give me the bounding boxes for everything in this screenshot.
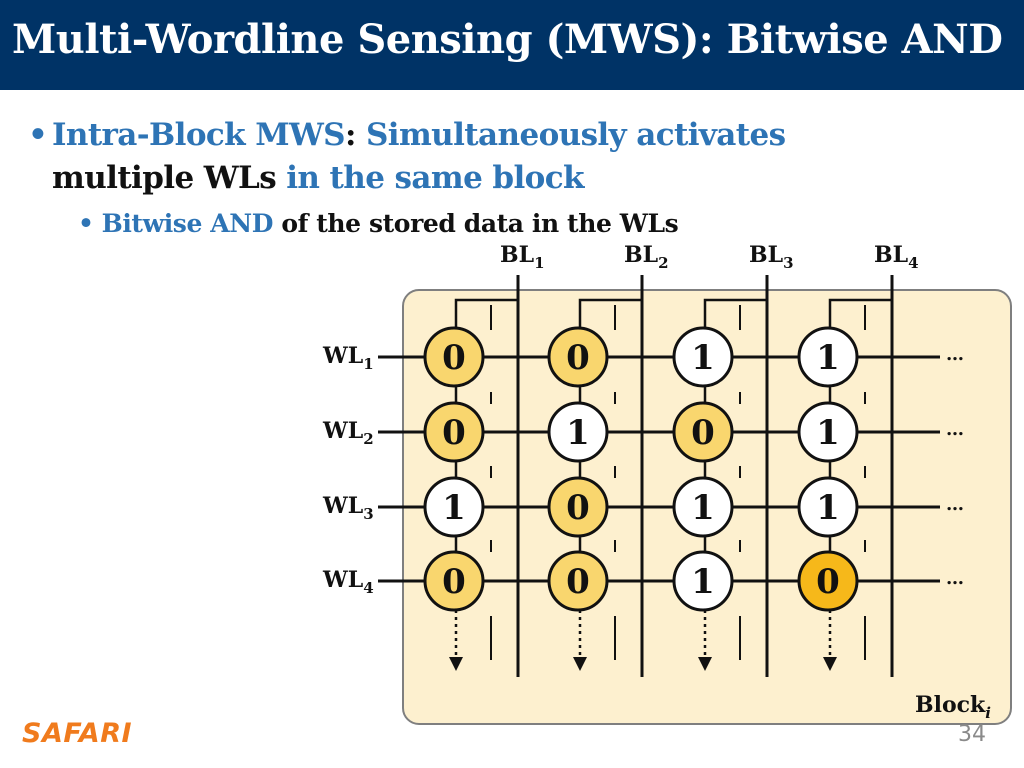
memory-cell-r1c3 (672, 326, 734, 388)
memory-cell-r1c4 (797, 326, 859, 388)
bitline-label-4: BL4 (874, 242, 919, 272)
bitline-connector-4 (828, 298, 892, 328)
bullet-colon: : (344, 117, 356, 153)
memory-cell-r4c1 (423, 550, 485, 612)
wordline-ellipsis-3: … (946, 494, 964, 515)
memory-cell-r2c1 (423, 401, 485, 463)
wordline-label-4: WL4 (322, 567, 374, 597)
bitline-label-3-sub: 3 (783, 254, 793, 272)
memory-cell-r3c2 (547, 476, 609, 538)
memory-cell-r4c2 (547, 550, 609, 612)
bitline-label-3-main: BL (749, 242, 783, 268)
block-label: Blocki (915, 692, 991, 722)
slide-title: Multi-Wordline Sensing (MWS): Bitwise AN… (12, 16, 1003, 63)
page-number: 34 (958, 722, 986, 747)
wordline-label-2-main: WL (322, 418, 363, 444)
bitline-label-4-main: BL (874, 242, 908, 268)
bitline-label-4-sub: 4 (908, 254, 918, 272)
cell-value-r4c4: 0 (816, 562, 840, 602)
cell-value-r1c3: 1 (691, 338, 715, 378)
sub-bullet-lead: Bitwise AND (101, 209, 274, 238)
sub-bullet-dot: • (78, 209, 94, 238)
wordline-label-2: WL2 (322, 418, 374, 448)
cell-value-r2c1: 0 (442, 413, 466, 453)
memory-cell-r1c2 (547, 326, 609, 388)
cell-value-r3c2: 0 (566, 488, 590, 528)
memory-cell-r1c1 (423, 326, 485, 388)
memory-cell-r3c4 (797, 476, 859, 538)
wordline-label-3-main: WL (322, 493, 363, 519)
cell-value-r3c3: 1 (691, 488, 715, 528)
cell-value-r2c4: 1 (816, 413, 840, 453)
wordline-label-4-main: WL (322, 567, 363, 593)
wordline-label-3-sub: 3 (363, 505, 373, 523)
wordline-ellipsis-1: … (946, 344, 964, 365)
sub-bullet-bitwise-and: •Bitwise AND of the stored data in the W… (78, 207, 798, 241)
bitline-connector-3 (703, 298, 767, 328)
cell-value-r1c1: 0 (442, 338, 466, 378)
bullet-lead: Intra-Block MWS (52, 117, 346, 153)
cell-value-r4c1: 0 (442, 562, 466, 602)
wordline-label-4-sub: 4 (363, 579, 373, 597)
wordline-label-3: WL3 (322, 493, 374, 523)
bullet-dot: • (28, 117, 48, 153)
bullet-body: Intra-Block MWS: Simultaneously activate… (52, 114, 908, 200)
down-arrow-icon (573, 657, 587, 671)
memory-cell-r3c1 (423, 476, 485, 538)
cell-value-r2c2: 1 (566, 413, 590, 453)
wordline-ellipsis-2: … (946, 419, 964, 440)
bullet-intra-block: • Intra-Block MWS: Simultaneously activa… (28, 114, 908, 200)
safari-logo: SAFARI (22, 718, 133, 749)
cell-value-r3c4: 1 (816, 488, 840, 528)
cell-value-r2c3: 0 (691, 413, 715, 453)
bitline-label-2-sub: 2 (658, 254, 668, 272)
wordline-label-1-sub: 1 (363, 355, 373, 373)
title-bar: Multi-Wordline Sensing (MWS): Bitwise AN… (0, 0, 1024, 90)
bitline-label-1-sub: 1 (534, 254, 544, 272)
bitline-label-2-main: BL (624, 242, 658, 268)
wordline-label-1-main: WL (322, 343, 363, 369)
wordline-ellipsis-4: … (946, 568, 964, 589)
block-label-sub: i (985, 704, 991, 722)
memory-cell-r2c4 (797, 401, 859, 463)
bullet-text-3: in the same block (286, 160, 584, 196)
cell-value-r1c4: 1 (816, 338, 840, 378)
memory-cell-r2c2 (547, 401, 609, 463)
cell-value-r1c2: 0 (566, 338, 590, 378)
memory-cell-r4c4 (797, 550, 859, 612)
bullet-text-2: multiple WLs (52, 160, 277, 196)
bitline-label-2: BL2 (624, 242, 669, 272)
bitline-label-1-main: BL (500, 242, 534, 268)
block-label-main: Block (915, 692, 986, 718)
cell-value-r4c2: 0 (566, 562, 590, 602)
sub-bullet-text: of the stored data in the WLs (281, 209, 679, 238)
memory-cell-r3c3 (672, 476, 734, 538)
bitline-label-1: BL1 (500, 242, 545, 272)
down-arrow-icon (823, 657, 837, 671)
bullet-text-1: Simultaneously activates (366, 117, 786, 153)
memory-cell-r4c3 (672, 550, 734, 612)
down-arrow-icon (698, 657, 712, 671)
wordline-label-1: WL1 (322, 343, 374, 373)
down-arrow-icon (449, 657, 463, 671)
bitline-connector-2 (578, 298, 642, 328)
memory-cell-r2c3 (672, 401, 734, 463)
bitline-connector-1 (454, 298, 518, 328)
cell-value-r4c3: 1 (691, 562, 715, 602)
bitline-label-3: BL3 (749, 242, 794, 272)
wordline-label-2-sub: 2 (363, 430, 373, 448)
cell-value-r3c1: 1 (442, 488, 466, 528)
